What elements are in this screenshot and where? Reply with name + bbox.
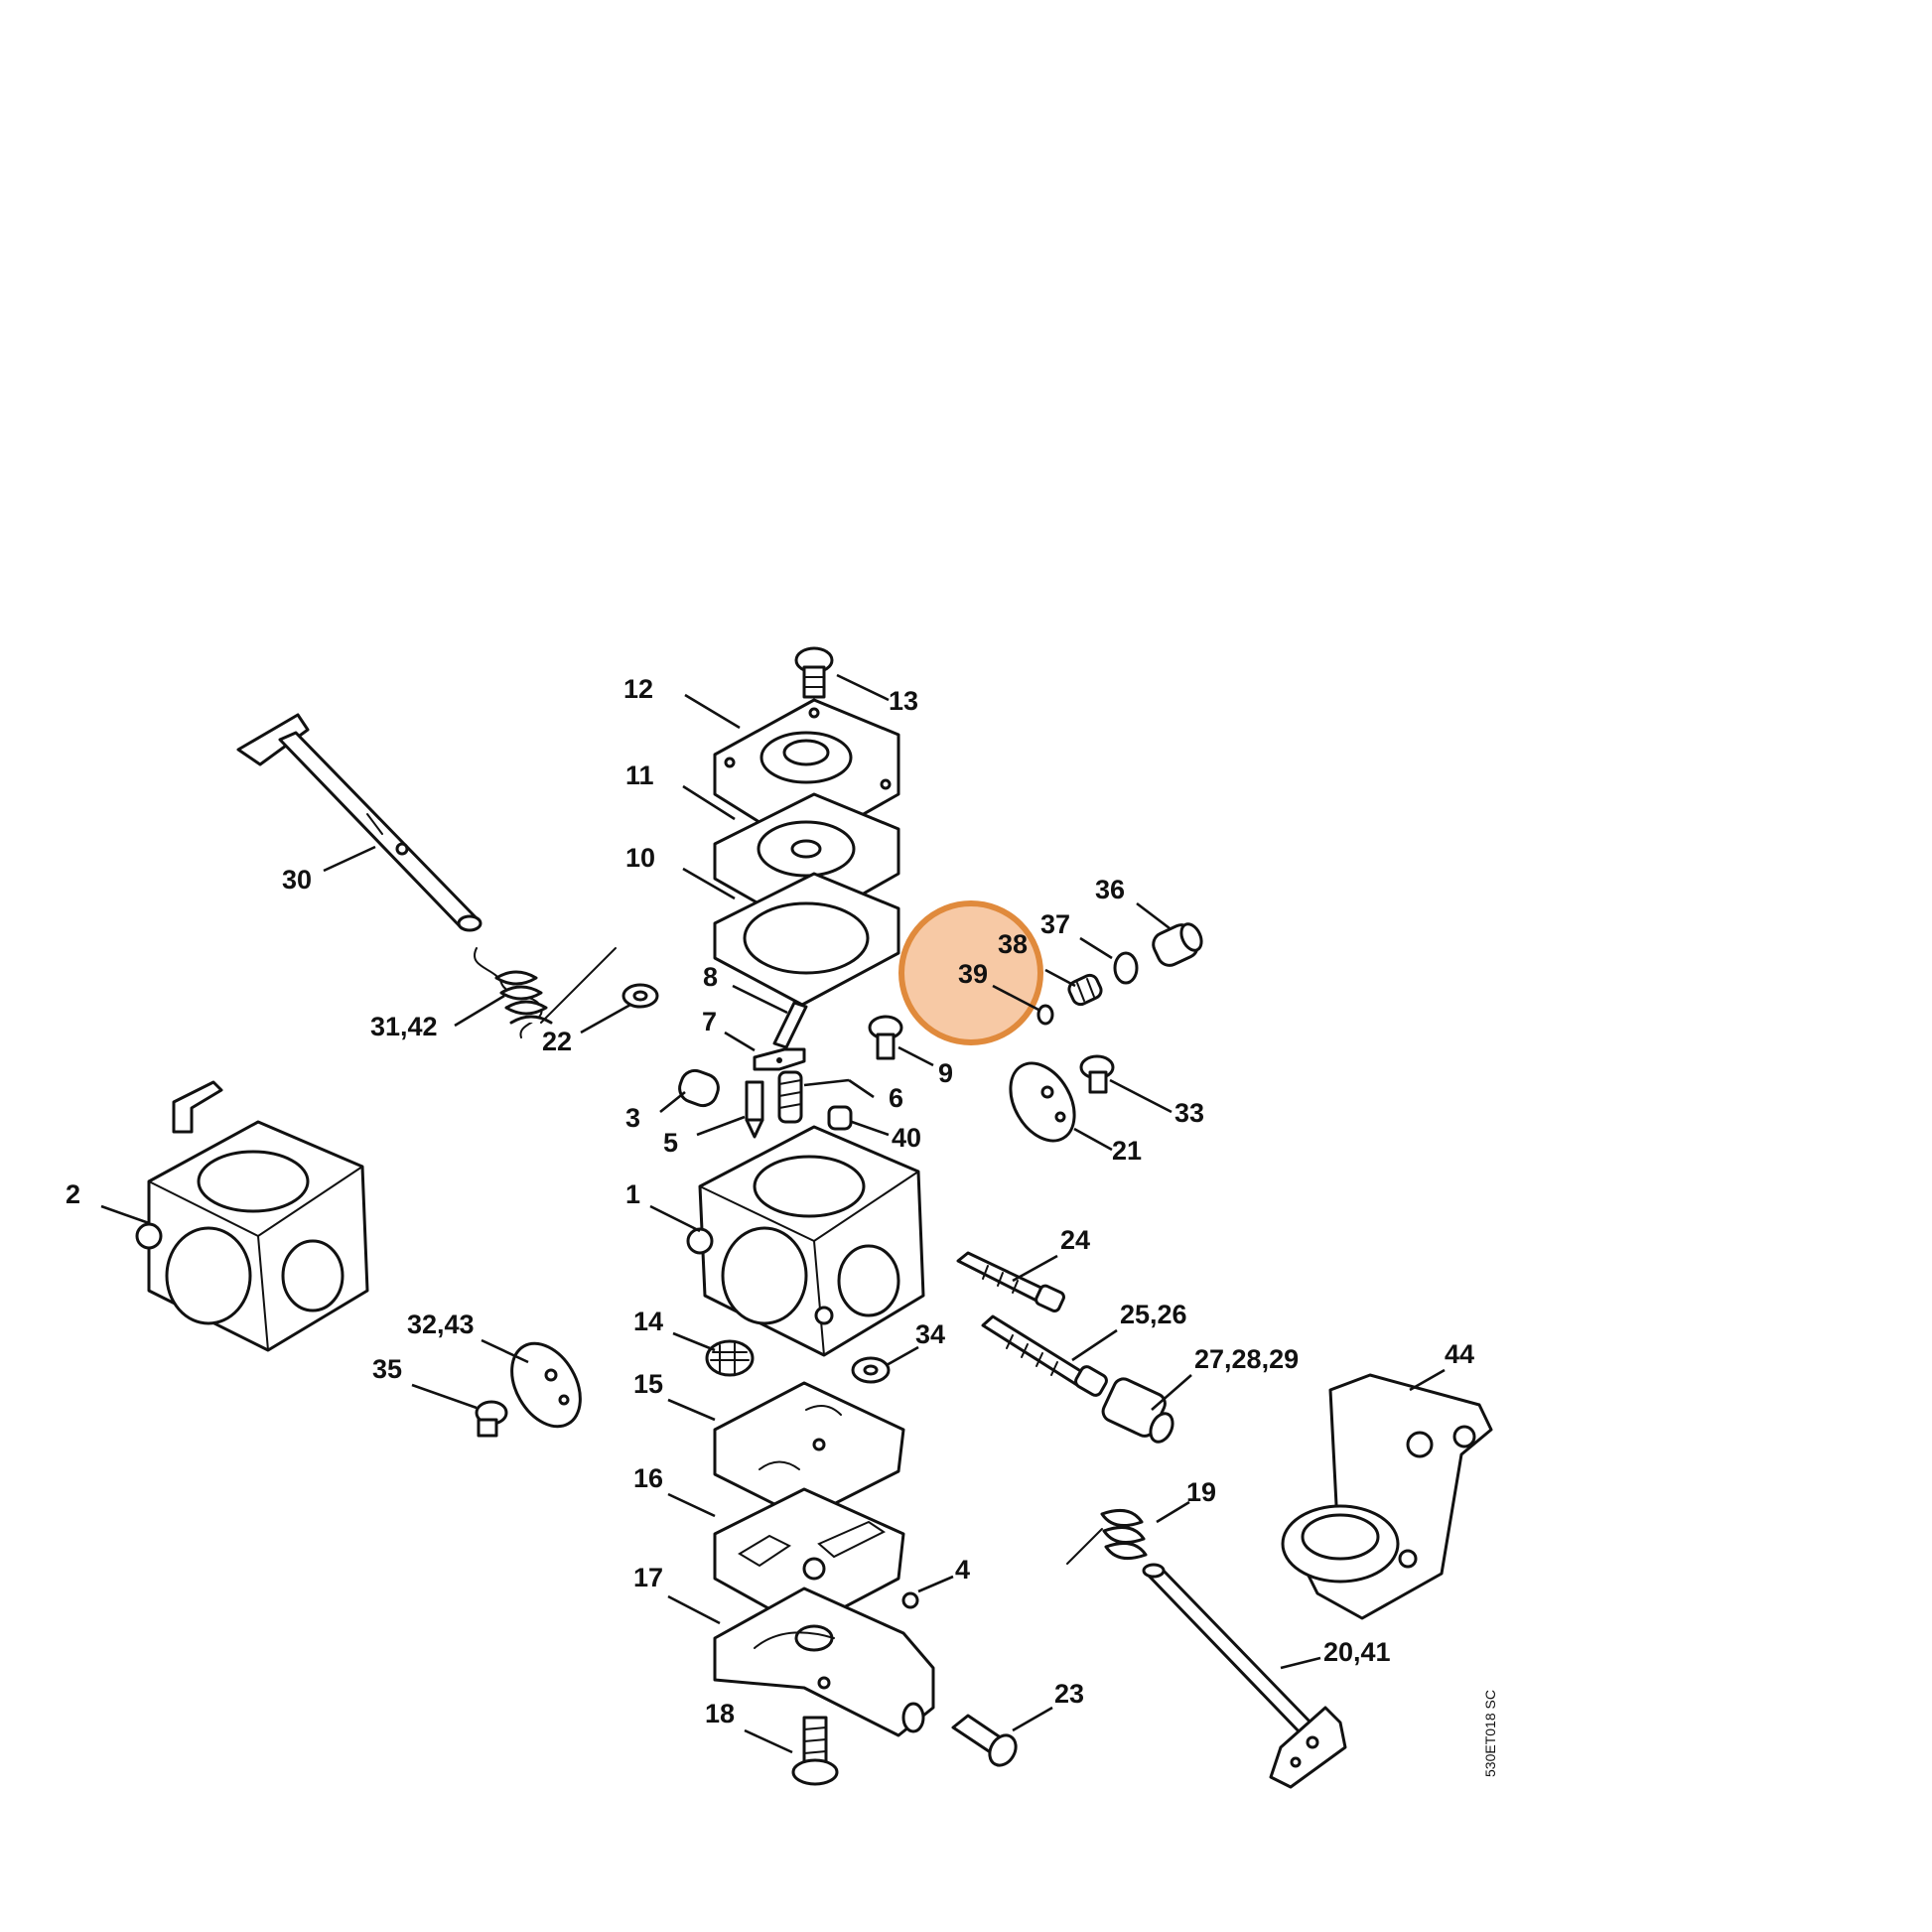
- highlight-marker: [898, 900, 1043, 1045]
- part-spring-6[interactable]: [777, 1070, 803, 1124]
- part-clip-22[interactable]: [621, 983, 659, 1009]
- callout-label[interactable]: 27,28,29: [1194, 1344, 1299, 1374]
- callout-label[interactable]: 20,41: [1323, 1637, 1391, 1667]
- part-limiter-cap-27-28-29[interactable]: [1100, 1376, 1177, 1446]
- callout-label[interactable]: 14: [633, 1307, 663, 1336]
- callout-label[interactable]: 33: [1174, 1098, 1204, 1128]
- part-spring-19[interactable]: [1066, 1508, 1148, 1565]
- part-gasket-10[interactable]: [713, 872, 900, 1007]
- drawing-code: 530ET018 SC: [1482, 1690, 1498, 1777]
- callout-label[interactable]: 12: [623, 674, 653, 704]
- part-screen-14[interactable]: [705, 1339, 755, 1377]
- callout-label[interactable]: 3: [625, 1103, 640, 1133]
- callout-label[interactable]: 30: [282, 865, 312, 895]
- callout-label[interactable]: 36: [1095, 875, 1125, 904]
- part-clip-34[interactable]: [851, 1356, 891, 1384]
- callout-label[interactable]: 17: [633, 1563, 663, 1592]
- callout-label[interactable]: 6: [889, 1083, 903, 1113]
- part-sleeve-36[interactable]: [1150, 921, 1205, 970]
- callout-label[interactable]: 37: [1040, 909, 1070, 939]
- part-ball-4[interactable]: [901, 1591, 919, 1609]
- callout-label[interactable]: 34: [915, 1319, 945, 1349]
- callout-label[interactable]: 22: [542, 1027, 572, 1056]
- part-adjusting-screw-25-26[interactable]: [981, 1314, 1109, 1398]
- callout-label[interactable]: 40: [892, 1123, 921, 1153]
- callout-label[interactable]: 24: [1060, 1225, 1090, 1255]
- callout-label[interactable]: 5: [663, 1128, 678, 1158]
- callout-label[interactable]: 4: [955, 1555, 970, 1585]
- part-ring-37[interactable]: [1113, 951, 1139, 985]
- callout-label-highlighted[interactable]: 38: [998, 929, 1028, 959]
- callout-label[interactable]: 1: [625, 1179, 640, 1209]
- part-carburetor-body-1[interactable]: [686, 1125, 925, 1357]
- part-screw-33[interactable]: [1079, 1054, 1115, 1094]
- callout-label[interactable]: 13: [889, 686, 918, 716]
- part-adjusting-screw-24[interactable]: [956, 1251, 1065, 1312]
- part-disc-32-43[interactable]: [498, 1331, 595, 1439]
- callout-label-highlighted[interactable]: 39: [958, 959, 988, 989]
- part-lever-7[interactable]: [753, 1047, 806, 1071]
- part-o-ring-39[interactable]: [1036, 1004, 1054, 1026]
- callout-label[interactable]: 2: [66, 1179, 80, 1209]
- callout-label[interactable]: 16: [633, 1463, 663, 1493]
- callout-label[interactable]: 15: [633, 1369, 663, 1399]
- part-plug-3[interactable]: [676, 1066, 723, 1109]
- part-plug-40[interactable]: [827, 1105, 853, 1131]
- part-spring-38[interactable]: [1066, 973, 1103, 1007]
- part-pump-cover-17[interactable]: [713, 1587, 935, 1737]
- part-screw-35[interactable]: [475, 1400, 508, 1438]
- callout-label[interactable]: 8: [703, 962, 718, 992]
- callout-label[interactable]: 25,26: [1120, 1300, 1187, 1329]
- callout-label[interactable]: 23: [1054, 1679, 1084, 1709]
- callout-label[interactable]: 9: [938, 1058, 953, 1088]
- part-screw-9[interactable]: [868, 1015, 903, 1060]
- callout-label[interactable]: 21: [1112, 1136, 1142, 1166]
- part-gasket-16[interactable]: [713, 1487, 905, 1630]
- callout-labels: 12 13 11 10 30 31,42 22 8 7 6 3 5 40 9 3…: [66, 674, 1474, 1728]
- callout-label[interactable]: 10: [625, 843, 655, 873]
- part-shaft-20-41[interactable]: [1142, 1563, 1347, 1789]
- leader-lines: [100, 673, 1446, 1754]
- callout-label[interactable]: 32,43: [407, 1310, 475, 1339]
- part-shaft-30[interactable]: [236, 713, 483, 932]
- part-gasket-15[interactable]: [713, 1381, 905, 1521]
- part-screw-23[interactable]: [951, 1714, 1021, 1770]
- part-spring-31-42[interactable]: [474, 947, 617, 1038]
- part-bracket-44[interactable]: [1281, 1373, 1493, 1620]
- part-pin-8[interactable]: [772, 1001, 808, 1049]
- callout-label[interactable]: 7: [702, 1007, 717, 1036]
- part-needle-5[interactable]: [745, 1080, 764, 1139]
- part-screw-18[interactable]: [791, 1716, 839, 1786]
- callout-label[interactable]: 11: [625, 760, 654, 790]
- callout-label[interactable]: 31,42: [370, 1012, 438, 1041]
- callout-label[interactable]: 35: [372, 1354, 402, 1384]
- part-disc-21[interactable]: [998, 1052, 1087, 1153]
- part-carburetor-body-2[interactable]: [135, 1080, 369, 1352]
- part-screw-13[interactable]: [794, 646, 834, 699]
- callout-label[interactable]: 19: [1186, 1477, 1216, 1507]
- callout-label[interactable]: 44: [1445, 1339, 1474, 1369]
- callout-label[interactable]: 18: [705, 1699, 735, 1728]
